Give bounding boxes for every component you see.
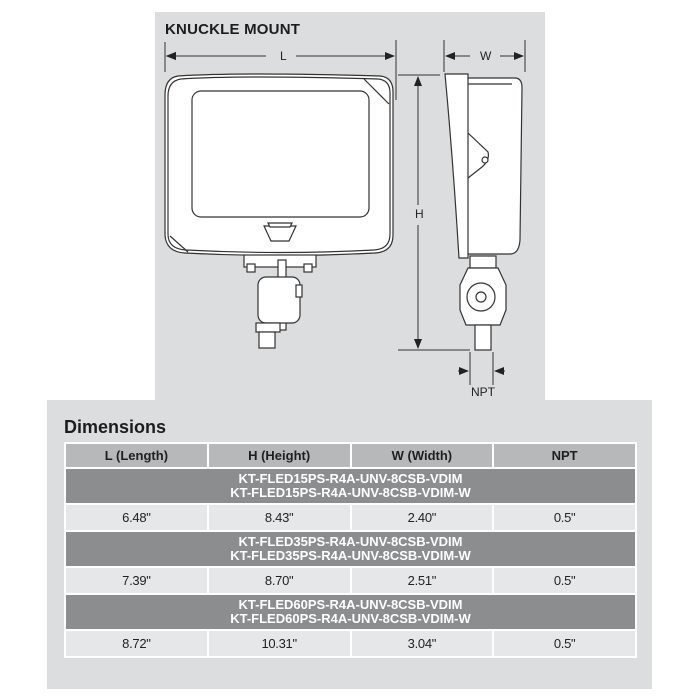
- column-header-height: H (Height): [208, 444, 350, 467]
- npt-value: 0.5": [494, 568, 635, 593]
- model-row: KT-FLED15PS-R4A-UNV-8CSB-VDIM KT-FLED15P…: [66, 469, 635, 503]
- table-header-row: L (Length) H (Height) W (Width) NPT: [66, 444, 635, 467]
- table-row: 7.39" 8.70" 2.51" 0.5": [66, 568, 635, 593]
- dimensions-table: L (Length) H (Height) W (Width) NPT KT-F…: [64, 442, 637, 658]
- length-value: 8.72": [66, 631, 207, 656]
- width-label: W: [477, 49, 495, 63]
- model-cell: KT-FLED15PS-R4A-UNV-8CSB-VDIM KT-FLED15P…: [66, 469, 635, 503]
- column-header-length: L (Length): [66, 444, 207, 467]
- height-value: 8.70": [208, 568, 350, 593]
- dimensions-heading: Dimensions: [64, 417, 167, 437]
- side-view: [444, 73, 523, 351]
- table-row: 6.48" 8.43" 2.40" 0.5": [66, 505, 635, 530]
- model-row: KT-FLED60PS-R4A-UNV-8CSB-VDIM KT-FLED60P…: [66, 595, 635, 629]
- length-value: 7.39": [66, 568, 207, 593]
- diagram-title: KNUCKLE MOUNT: [165, 21, 301, 38]
- height-label: H: [412, 207, 427, 221]
- length-value: 6.48": [66, 505, 207, 530]
- model-name: KT-FLED60PS-R4A-UNV-8CSB-VDIM-W: [230, 611, 471, 626]
- model-name: KT-FLED60PS-R4A-UNV-8CSB-VDIM: [238, 597, 463, 612]
- npt-value: 0.5": [494, 505, 635, 530]
- height-value: 8.43": [208, 505, 350, 530]
- front-view: [164, 73, 394, 349]
- model-cell: KT-FLED35PS-R4A-UNV-8CSB-VDIM KT-FLED35P…: [66, 532, 635, 566]
- npt-value: 0.5": [494, 631, 635, 656]
- table-row: 8.72" 10.31" 3.04" 0.5": [66, 631, 635, 656]
- width-value: 3.04": [351, 631, 493, 656]
- model-cell: KT-FLED60PS-R4A-UNV-8CSB-VDIM KT-FLED60P…: [66, 595, 635, 629]
- model-name: KT-FLED35PS-R4A-UNV-8CSB-VDIM-W: [230, 548, 471, 563]
- column-header-width: W (Width): [351, 444, 493, 467]
- length-label: L: [277, 49, 290, 63]
- model-name: KT-FLED15PS-R4A-UNV-8CSB-VDIM: [238, 471, 463, 486]
- model-row: KT-FLED35PS-R4A-UNV-8CSB-VDIM KT-FLED35P…: [66, 532, 635, 566]
- column-header-npt: NPT: [494, 444, 635, 467]
- model-name: KT-FLED35PS-R4A-UNV-8CSB-VDIM: [238, 534, 463, 549]
- npt-label: NPT: [468, 385, 498, 399]
- model-name: KT-FLED15PS-R4A-UNV-8CSB-VDIM-W: [230, 485, 471, 500]
- height-value: 10.31": [208, 631, 350, 656]
- width-value: 2.51": [351, 568, 493, 593]
- width-value: 2.40": [351, 505, 493, 530]
